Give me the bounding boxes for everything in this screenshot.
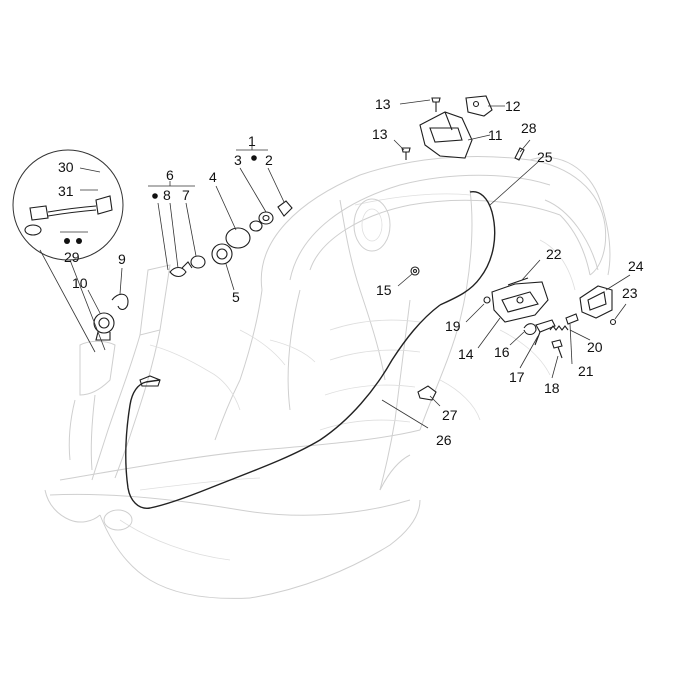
callout-24: 24 (628, 258, 644, 274)
callout-22: 22 (546, 246, 562, 262)
part-7-bush (190, 255, 206, 269)
part-19-washer (483, 296, 491, 304)
callout-30: 30 (58, 159, 74, 175)
callout-16: 16 (494, 344, 510, 360)
part-2-key-lock (277, 200, 293, 217)
part-16-clip (523, 323, 537, 336)
callout-11: 11 (488, 127, 503, 143)
part-3-lock-ring (258, 211, 274, 225)
callout-15: 15 (376, 282, 392, 298)
callout-5: 5 (232, 289, 240, 305)
part-14-seat-latch (491, 281, 549, 323)
part-22-bolt (507, 277, 529, 286)
part-28-bolt (514, 147, 525, 161)
part-25-cable (439, 191, 496, 306)
part-4-o-ring (249, 220, 263, 232)
part-24-actuator (579, 285, 613, 319)
callout-6: 6 (166, 167, 174, 183)
callout-18: 18 (544, 380, 560, 396)
part-21-pin (565, 313, 579, 325)
callout-20: 20 (587, 339, 603, 355)
part-5-lock-bezel (211, 243, 233, 265)
callout-9: 9 (118, 251, 126, 267)
callout-25: 25 (537, 149, 553, 165)
part-27-cable-clip (417, 385, 437, 401)
part-13-screw-left (401, 147, 411, 153)
part-23-nut (609, 318, 617, 326)
callout-12: 12 (505, 98, 521, 114)
callout-21: 21 (578, 363, 594, 379)
inset-dot-right (76, 238, 82, 244)
callout-14: 14 (458, 346, 474, 362)
part-9-clip (111, 293, 129, 311)
callout-4: 4 (209, 169, 217, 185)
callout-10: 10 (72, 275, 88, 291)
callout-7: 7 (182, 187, 190, 203)
part-11-latch-bracket (419, 111, 473, 159)
cables (125, 191, 496, 509)
part-15-nut (410, 266, 420, 276)
scooter-frame-outline (44, 156, 611, 599)
part-26-cable (125, 304, 441, 509)
leader-lines (79, 99, 631, 429)
callout-23: 23 (622, 285, 638, 301)
callouts: 1 3 2 4 5 6 8 7 9 10 11 12 13 13 28 25 1… (58, 96, 644, 448)
callout-27: 27 (442, 407, 458, 423)
part-20-spring (549, 325, 569, 331)
callout-28: 28 (521, 120, 537, 136)
inset-dot-left (64, 238, 70, 244)
inset-detail (12, 149, 124, 353)
callout-29: 29 (64, 249, 80, 265)
callout-8: 8 (163, 187, 171, 203)
part-13-screw-top (431, 97, 441, 103)
callout-17: 17 (509, 369, 525, 385)
part-18-screw (551, 339, 563, 349)
part-10-horn (93, 312, 115, 334)
part-29-relay (95, 195, 113, 215)
callout-1: 1 (248, 133, 256, 149)
callout-13-left: 13 (372, 126, 388, 142)
parts (93, 95, 617, 401)
part-17-lever (535, 319, 556, 333)
callout-31: 31 (58, 183, 74, 199)
callout-2: 2 (265, 152, 273, 168)
callout-26: 26 (436, 432, 452, 448)
callout-19: 19 (445, 318, 461, 334)
part-8-spring (169, 266, 187, 278)
callout-13-top: 13 (375, 96, 391, 112)
part-12-hinge-plate (465, 95, 493, 117)
callout-3: 3 (234, 152, 242, 168)
